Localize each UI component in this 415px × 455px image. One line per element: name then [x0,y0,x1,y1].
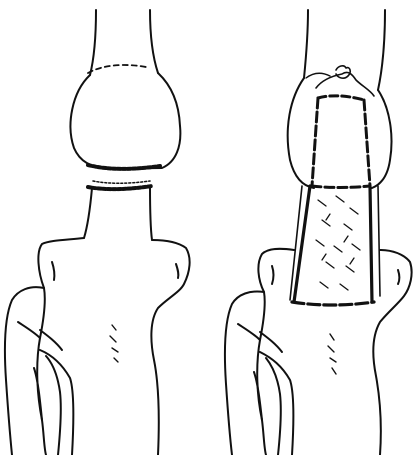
right-graft-lower-right-edge [370,186,372,302]
right-graft-upper-left-dashed [312,98,318,186]
right-graft-top-curve [306,73,330,78]
left-condyle-resection-hatch [88,165,160,169]
left-upper-shaft-left-edge [90,10,96,75]
left-upper-condyle-outline [71,73,181,168]
left-lower-shaft-top-hatch [88,186,152,189]
right-upper-condyle-left [288,78,314,188]
right-upper-shaft-left-edge [304,10,308,78]
left-tendon-line-3 [40,330,62,350]
right-graft-lower-right-edge-outer [378,186,380,296]
left-base-tick-2 [176,264,178,278]
left-tendon-line-1 [40,350,73,455]
right-graft-knot-line [316,72,374,96]
right-tendon-line-3 [260,332,282,352]
left-base-right-contour [151,240,189,455]
left-base-texture-marks [110,325,118,362]
left-lower-shaft-right-edge [150,186,152,240]
right-graft-texture-marks-2 [322,214,354,264]
right-base-texture-marks [328,334,336,374]
right-graft-upper-right-dashed [364,100,370,186]
right-panel-after-graft [225,10,412,455]
left-neighbor-finger-joint [18,322,40,338]
right-base-left-contour [257,249,294,455]
right-graft-bottom-dashed [292,302,374,305]
right-base-tick-1 [272,266,274,284]
right-tendon-line-1 [260,352,293,455]
right-graft-junction-dashed [312,186,370,188]
right-graft-texture-marks [316,196,360,290]
left-upper-shaft-right-edge [150,10,158,73]
left-condyle-dashed-line [88,65,146,73]
left-lower-shaft-top-hatch-2 [93,181,150,183]
right-upper-shaft-right-edge [378,10,385,90]
right-tendon-line-2 [266,358,281,455]
left-base-tick-1 [52,262,54,280]
left-neighbor-finger-outer [5,287,44,455]
right-graft-top-dashed [318,96,364,100]
left-tendon-line-2 [46,356,61,455]
left-panel-before-graft [5,10,190,455]
right-neighbor-finger-joint [238,324,260,340]
right-upper-condyle-right [372,90,392,188]
right-base-tick-2 [398,270,400,284]
left-lower-shaft-left-edge [84,188,92,238]
